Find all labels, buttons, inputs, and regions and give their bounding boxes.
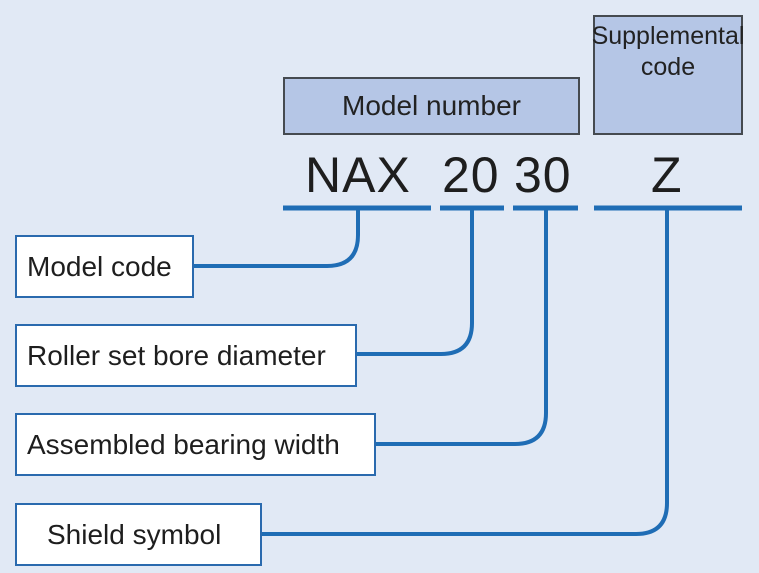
code-segment-model: NAX — [305, 147, 411, 203]
label-model-code-text: Model code — [27, 250, 172, 282]
code-segment-width: 30 — [514, 147, 572, 203]
label-bore-diameter-text: Roller set bore diameter — [27, 339, 326, 371]
label-shield-symbol-text: Shield symbol — [47, 518, 222, 550]
code-segment-bore: 20 — [442, 147, 500, 203]
leader-model-code — [194, 210, 360, 268]
label-model-code: Model code — [15, 235, 194, 298]
label-bearing-width: Assembled bearing width — [15, 413, 376, 476]
model-number-label: Model number — [342, 90, 521, 121]
label-shield-symbol: Shield symbol — [15, 503, 262, 566]
code-segment-suffix: Z — [651, 147, 683, 203]
supplemental-code-header: Supplemental code — [591, 15, 745, 135]
supplemental-label-line2: code — [640, 53, 696, 82]
supplemental-label-line1: Supplemental — [591, 22, 745, 50]
label-bore-diameter: Roller set bore diameter — [15, 324, 357, 387]
leader-bore-diameter — [357, 210, 474, 356]
label-bearing-width-text: Assembled bearing width — [27, 428, 340, 460]
leader-bearing-width — [376, 210, 548, 446]
model-number-header: Model number — [283, 77, 580, 135]
